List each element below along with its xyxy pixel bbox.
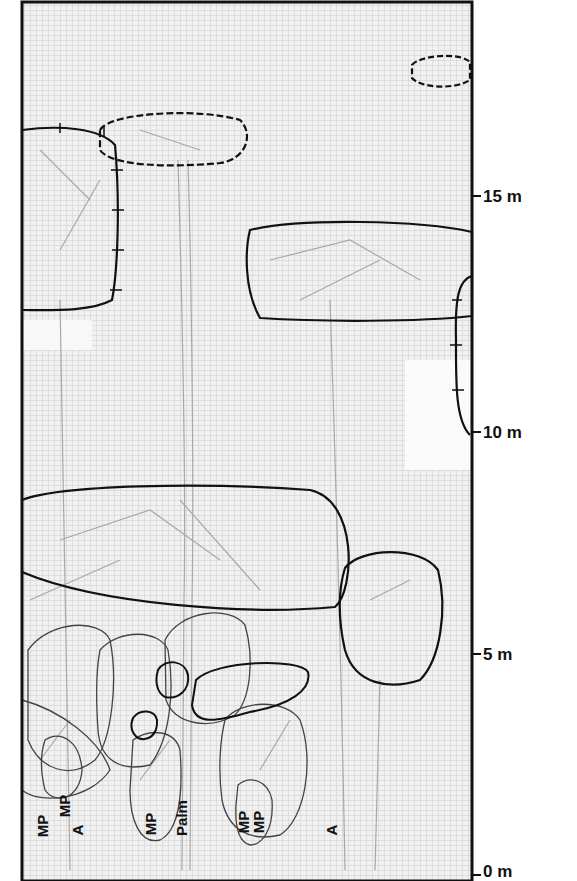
species-label: MP [251,811,266,834]
frame [22,2,472,881]
species-label: MP [236,811,251,834]
small-crowns [131,662,308,739]
grid-ground [22,2,472,881]
species-label: MP [143,813,158,836]
species-label: Palm [174,800,189,836]
height-label: 0 m [483,862,512,879]
species-label: A [324,825,339,836]
species-label: A [70,825,85,836]
height-label: 5 m [483,646,512,663]
height-label: 10 m [483,424,522,441]
understory-crowns [22,613,307,845]
species-label: MP [57,795,72,818]
height-label: 15 m [483,188,522,205]
tree-crowns [22,56,472,685]
scale-ticks [472,196,481,875]
tree-stems [30,130,420,870]
crown-ticks [60,123,464,390]
species-label: MP [35,815,50,838]
